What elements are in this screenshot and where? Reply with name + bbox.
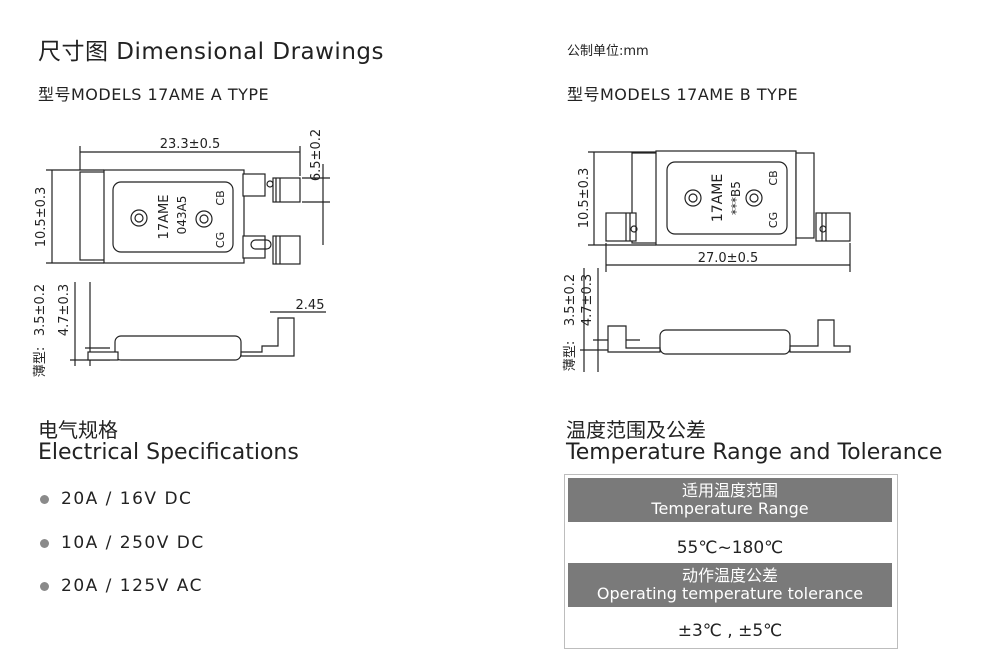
dim-a-thick-1: 3.5±0.2 [33,284,48,336]
spec-item: 10A / 250V DC [40,533,205,553]
body-b-text-1: 17AME [710,174,726,222]
dim-a-length: 23.3±0.5 [160,137,221,152]
tolerance-header-en: Operating temperature tolerance [596,584,864,603]
spec-item-text: 20A / 125V AC [61,576,203,596]
dim-b-length: 27.0±0.5 [698,251,759,266]
body-a-cb: CB [214,190,227,205]
range-value: 55℃~180℃ [676,538,784,558]
range-header-cn: 适用温度范围 [681,481,778,500]
spec-item-text: 10A / 250V DC [61,533,205,553]
dim-b-thick-1: 3.5±0.2 [563,274,578,326]
body-b-cg: CG [767,212,780,228]
tolerance-value: ±3℃ , ±5℃ [677,621,783,641]
temperature-table: 适用温度范围 Temperature Range 55℃~180℃ 动作温度公差… [564,474,898,649]
body-a-cg: CG [214,232,227,248]
body-b-text-2: ***B5 [729,181,743,215]
dim-b-thick-2: 4.7±0.3 [580,274,595,326]
range-header: 适用温度范围 Temperature Range [568,478,892,522]
dim-a-tab: 6.5±0.2 [309,129,324,181]
unit-label: 公制单位:mm [567,44,649,59]
dim-b-height: 10.5±0.3 [577,168,592,229]
thin-b-label: 薄型: [563,341,578,371]
bullet-icon [40,538,49,548]
electrical-title-en: Electrical Specifications [38,440,299,465]
body-a-text-1: 17AME [157,195,172,240]
range-header-en: Temperature Range [651,499,809,518]
tolerance-header-cn: 动作温度公差 [681,566,778,585]
dim-a-height: 10.5±0.3 [34,187,49,248]
body-a-text-2: 043A5 [175,196,189,235]
tolerance-header: 动作温度公差 Operating temperature tolerance [568,563,892,607]
dim-a-offset: 2.45 [296,298,325,313]
model-b-label: 型号MODELS 17AME B TYPE [567,85,799,104]
thin-a-label: 薄型: [33,347,48,377]
page-title: 尺寸图 Dimensional Drawings [38,39,384,65]
spec-item: 20A / 125V AC [40,576,203,596]
model-a-label: 型号MODELS 17AME A TYPE [38,85,270,104]
bullet-icon [40,581,49,591]
electrical-title-cn: 电气规格 [38,418,118,442]
dim-a-thick-2: 4.7±0.3 [57,284,72,336]
bullet-icon [40,494,49,504]
body-b-cb: CB [767,170,780,185]
spec-item: 20A / 16V DC [40,489,192,509]
spec-item-text: 20A / 16V DC [61,489,193,509]
temperature-title-en: Temperature Range and Tolerance [566,440,943,465]
temperature-title-cn: 温度范围及公差 [566,418,706,442]
